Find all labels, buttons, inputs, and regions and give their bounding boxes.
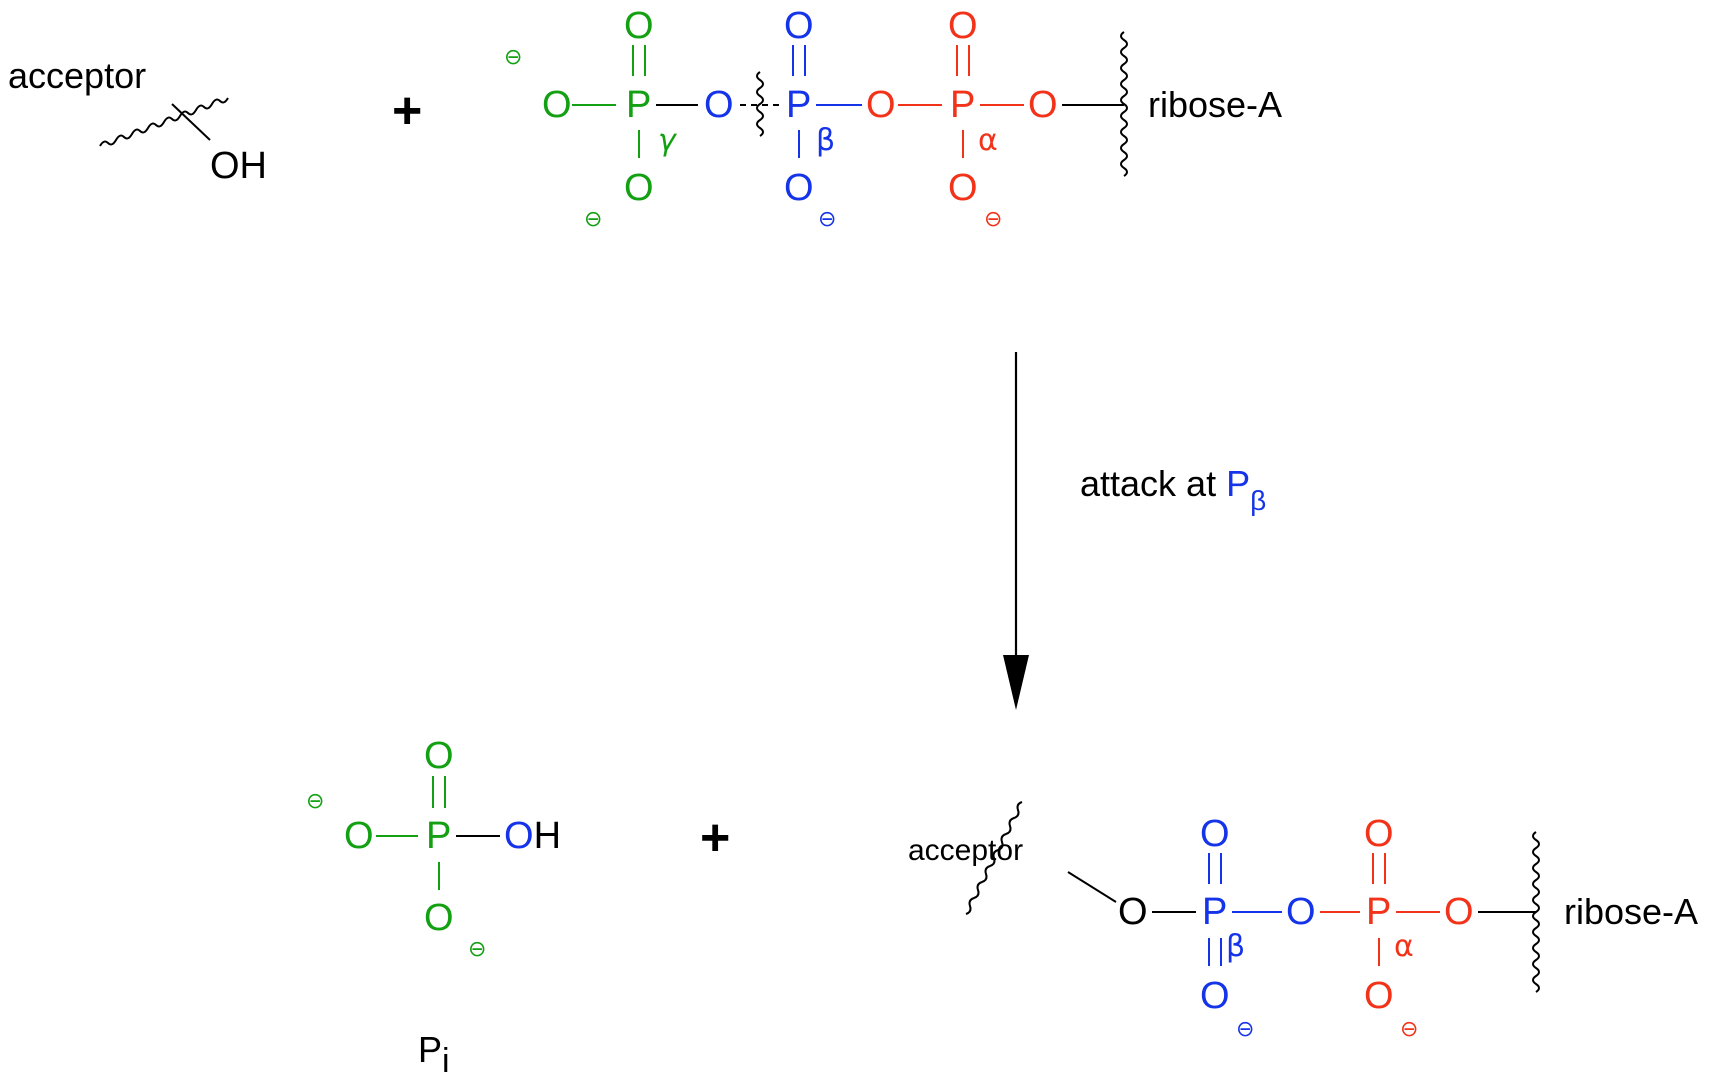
arrow-condition-subscript: β: [1250, 485, 1266, 516]
o-ribose-link: O: [1028, 84, 1058, 126]
pi-caption-subscript: i: [442, 1042, 450, 1077]
o-alpha-top-product: O: [1364, 813, 1394, 855]
atp-molecule: ⊖ O P O O ⊖ γ O P O O ⊖ β: [504, 5, 1282, 232]
acceptor-label: acceptor: [8, 55, 146, 96]
plus-sign-bottom: +: [700, 809, 730, 867]
charge-gamma-lower: ⊖: [584, 207, 602, 232]
beta-label: β: [816, 123, 835, 158]
alpha-phosphate: O P O O ⊖ α O: [866, 5, 1058, 232]
oh-pi: OH: [504, 815, 561, 857]
cleavage-wavy-mark: [756, 71, 764, 137]
gamma-phosphate: ⊖ O P O O ⊖ γ: [504, 5, 698, 232]
o-gamma-left: O: [542, 84, 572, 126]
acceptor-wavy-bond-product: [965, 801, 1023, 915]
arrow-head: [1003, 655, 1029, 710]
charge-alpha: ⊖: [984, 207, 1002, 232]
o-gamma-top: O: [624, 5, 654, 47]
beta-label-product: β: [1226, 929, 1245, 964]
hydroxyl-label: OH: [210, 145, 267, 187]
p-pi: P: [426, 815, 451, 857]
ribose-label-top: ribose-A: [1148, 84, 1282, 125]
arrow-condition-p: P: [1226, 463, 1250, 504]
alpha-label-product: α: [1394, 929, 1414, 964]
o-beta-bottom: O: [784, 167, 814, 209]
pi-caption: Pi: [418, 1029, 450, 1077]
ribose-wavy-bond-top: [1120, 31, 1128, 177]
p-beta: P: [786, 84, 811, 126]
bond-c-o-product: [1067, 871, 1117, 903]
charge-pi-lower: ⊖: [468, 937, 486, 962]
o-pi-bottom: O: [424, 897, 454, 939]
acceptor-adp-product: acceptor O P O O ⊖ β O P O O ⊖ α: [908, 801, 1698, 1042]
gamma-label: γ: [658, 123, 678, 158]
reaction-arrow: attack at Pβ: [1003, 352, 1266, 710]
o-bridge-beta-gamma: O: [704, 84, 734, 126]
beta-phosphate: P O O ⊖ β: [784, 5, 862, 232]
acceptor-hydroxyl: acceptor OH: [8, 55, 267, 187]
pi-caption-p: P: [418, 1029, 442, 1070]
p-alpha-product: P: [1366, 891, 1391, 933]
alpha-phosphate-product: P O O ⊖ α O: [1320, 813, 1474, 1042]
charge-alpha-product: ⊖: [1400, 1017, 1418, 1042]
plus-sign-top: +: [392, 82, 422, 140]
alpha-label: α: [978, 123, 998, 158]
arrow-condition-text: attack at: [1080, 463, 1226, 504]
o-alpha-bottom-product: O: [1364, 975, 1394, 1017]
oh-pi-h: H: [534, 815, 561, 857]
acceptor-label-product: acceptor: [908, 834, 1023, 867]
o-beta-top-product: O: [1200, 813, 1230, 855]
arrow-condition: attack at Pβ: [1080, 463, 1266, 516]
ribose-label-bottom: ribose-A: [1564, 891, 1698, 932]
charge-pi-upper: ⊖: [306, 789, 324, 814]
charge-gamma-upper: ⊖: [504, 45, 522, 70]
beta-phosphate-product: P O O ⊖ β O: [1200, 813, 1316, 1042]
c-o-bond: [171, 103, 211, 141]
p-alpha: P: [950, 84, 975, 126]
o-ribose-link-product: O: [1444, 891, 1474, 933]
o-bridge-product: O: [1286, 891, 1316, 933]
p-beta-product: P: [1202, 891, 1227, 933]
o-alpha-beta-bridge: O: [866, 84, 896, 126]
o-pi-left: O: [344, 815, 374, 857]
charge-beta-product: ⊖: [1236, 1017, 1254, 1042]
acceptor-wavy-bond: [99, 97, 229, 147]
inorganic-phosphate: ⊖ O P O O ⊖ OH: [306, 735, 561, 962]
o-alpha-top: O: [948, 5, 978, 47]
o-alpha-bottom: O: [948, 167, 978, 209]
p-gamma: P: [626, 84, 651, 126]
o-beta-bottom-product: O: [1200, 975, 1230, 1017]
charge-beta: ⊖: [818, 207, 836, 232]
o-beta-top: O: [784, 5, 814, 47]
o-pi-top: O: [424, 735, 454, 777]
oh-pi-o: O: [504, 815, 534, 857]
ribose-wavy-bond-bottom: [1532, 831, 1540, 993]
o-acceptor-link: O: [1118, 891, 1148, 933]
o-gamma-bottom: O: [624, 167, 654, 209]
